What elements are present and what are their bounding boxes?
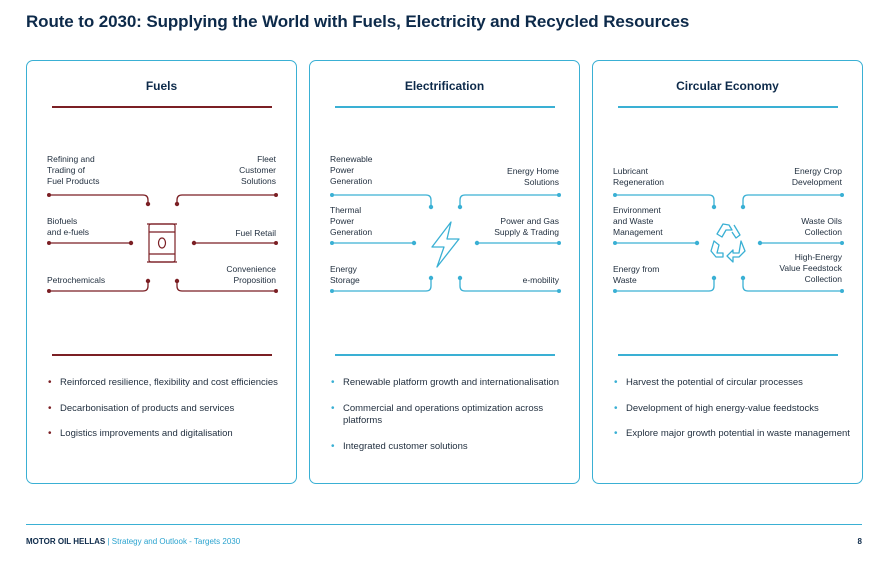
panel-title: Fuels: [145, 79, 178, 93]
fuels-right-label-3: Convenience Proposition: [226, 264, 276, 285]
circular-right-label-1: Energy Crop Development: [791, 166, 842, 187]
circular-right-label-3: High-Energy Value Feedstock Collection: [779, 252, 842, 284]
fuels-panel: Fuels Refining and Trading of F: [26, 60, 297, 484]
circular-bullet-list: •Harvest the potential of circular proce…: [613, 377, 853, 454]
electrification-left-label-3: Energy Storage: [330, 264, 360, 285]
panel-title: Electrification: [404, 79, 485, 93]
list-item: •Harvest the potential of circular proce…: [614, 377, 803, 388]
oil-barrel-icon: [147, 223, 177, 263]
list-item: •Reinforced resilience, flexibility and …: [48, 377, 278, 388]
circular-economy-diagram: [613, 193, 844, 293]
list-item: •Logistics improvements and digitalisati…: [48, 428, 233, 439]
electrification-right-label-1: Energy Home Solutions: [507, 166, 559, 187]
electrification-bullet-list: •Renewable platform growth and internati…: [330, 377, 570, 466]
electrification-diagram: [330, 193, 561, 293]
panel-title: Circular Economy: [676, 79, 779, 93]
electrification-right-label-3: e-mobility: [522, 275, 559, 285]
divider: [335, 106, 555, 108]
footer-separator: |: [105, 537, 112, 546]
fuels-left-label-1: Refining and Trading of Fuel Products: [47, 154, 100, 186]
list-item: •Commercial and operations optimization …: [331, 402, 544, 427]
electrification-panel: Electrification Renewable Power Generati…: [309, 60, 580, 484]
fuels-left-label-3: Petrochemicals: [47, 275, 106, 285]
fuels-left-label-2: Biofuels and e-fuels: [47, 216, 90, 237]
circular-left-label-2: Environment and Waste Management: [613, 205, 663, 237]
divider: [618, 106, 838, 108]
divider: [52, 354, 272, 356]
electrification-left-label-1: Renewable Power Generation: [330, 154, 373, 186]
circular-right-label-2: Waste Oils Collection: [801, 216, 842, 237]
electrification-left-label-2: Thermal Power Generation: [330, 205, 373, 237]
footer-subtitle: Strategy and Outlook - Targets 2030: [111, 537, 241, 546]
list-item: •Development of high energy-value feedst…: [614, 402, 819, 414]
page-number: 8: [857, 537, 862, 546]
list-item: •Decarbonisation of products and service…: [48, 402, 235, 414]
recycle-icon: [710, 223, 746, 263]
fuels-right-label-2: Fuel Retail: [235, 228, 276, 238]
divider: [52, 106, 272, 108]
list-item: •Explore major growth potential in waste…: [614, 428, 850, 439]
fuels-diagram: [47, 193, 278, 293]
footer-divider: [26, 524, 862, 525]
fuels-bullet-list: •Reinforced resilience, flexibility and …: [47, 377, 287, 454]
circular-left-label-1: Lubricant Regeneration: [613, 166, 665, 187]
circular-economy-panel: Circular Economy Lubricant Regeneration …: [592, 60, 863, 484]
electrification-right-label-2: Power and Gas Supply & Trading: [494, 216, 559, 237]
list-item: •Integrated customer solutions: [331, 440, 468, 452]
divider: [335, 354, 555, 356]
lightning-icon: [431, 221, 460, 268]
footer-brand: MOTOR OIL HELLAS: [26, 537, 106, 546]
divider: [618, 354, 838, 356]
list-item: •Renewable platform growth and internati…: [331, 377, 559, 388]
fuels-right-label-1: Fleet Customer Solutions: [239, 154, 276, 186]
circular-left-label-3: Energy from Waste: [613, 264, 660, 285]
page-title: Route to 2030: Supplying the World with …: [26, 12, 690, 31]
footer-text: MOTOR OIL HELLAS | Strategy and Outlook …: [26, 537, 240, 546]
